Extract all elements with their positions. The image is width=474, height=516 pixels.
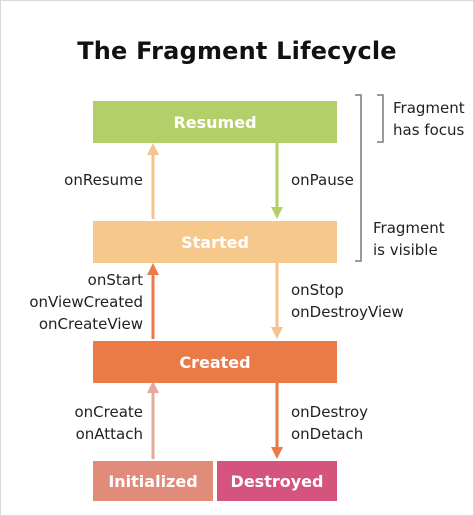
callback-on-stop: onStop (291, 281, 344, 299)
state-started: Started (93, 221, 337, 263)
label-has-focus-line1: Fragment (393, 99, 465, 117)
state-resumed: Resumed (93, 101, 337, 143)
label-has-focus: Fragment has focus (393, 97, 465, 141)
callback-on-attach: onAttach (75, 425, 143, 443)
state-initialized-label: Initialized (108, 471, 198, 491)
callback-on-pause: onPause (291, 171, 354, 189)
callback-on-create-view: onCreateView (38, 315, 143, 333)
label-is-visible-line2: is visible (373, 241, 438, 259)
label-has-focus-line2: has focus (393, 121, 465, 139)
callback-on-destroy: onDestroy (291, 403, 369, 421)
callback-on-create: onCreate (74, 403, 143, 421)
callback-group-start: onStart onViewCreated onCreateView (29, 269, 143, 335)
state-destroyed-label: Destroyed (230, 471, 324, 491)
callback-on-view-created: onViewCreated (29, 293, 143, 311)
callback-group-create: onCreate onAttach (74, 401, 143, 445)
state-resumed-label: Resumed (173, 112, 257, 132)
state-initialized: Initialized (93, 461, 213, 501)
diagram-title: The Fragment Lifecycle (77, 37, 397, 65)
callback-on-detach: onDetach (291, 425, 364, 443)
state-created-label: Created (179, 352, 251, 372)
state-started-label: Started (181, 232, 249, 252)
label-is-visible: Fragment is visible (373, 217, 445, 261)
callback-on-resume: onResume (64, 171, 143, 189)
callback-group-pause: onPause (291, 169, 354, 191)
bracket-is-visible (355, 94, 362, 262)
state-created: Created (93, 341, 337, 383)
label-is-visible-line1: Fragment (373, 219, 445, 237)
callback-group-resume: onResume (64, 169, 143, 191)
callback-group-stop: onStop onDestroyView (291, 279, 404, 323)
bracket-has-focus (377, 94, 384, 143)
callback-on-start: onStart (87, 271, 143, 289)
state-destroyed: Destroyed (217, 461, 337, 501)
callback-group-destroy: onDestroy onDetach (291, 401, 368, 445)
callback-on-destroy-view: onDestroyView (291, 303, 404, 321)
